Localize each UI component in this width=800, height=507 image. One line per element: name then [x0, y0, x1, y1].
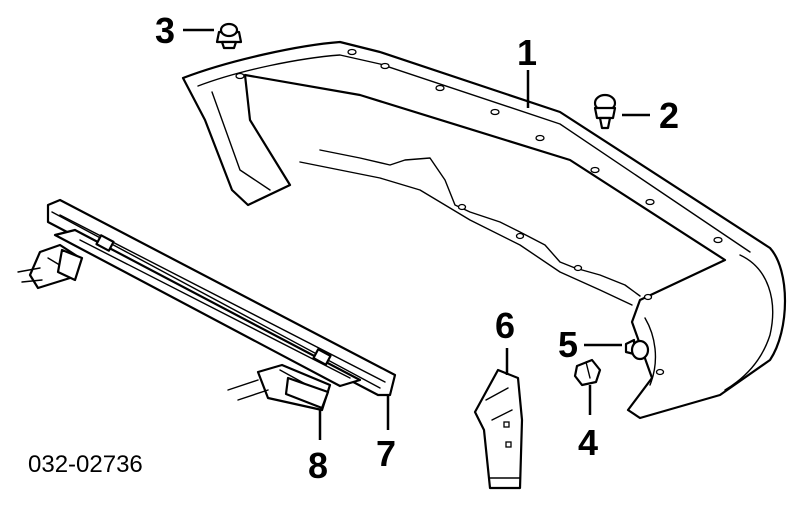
diagram-code: 032-02736	[28, 451, 143, 478]
callout-7: 7	[376, 433, 396, 474]
leader-lines	[183, 28, 650, 440]
callout-3: 3	[155, 10, 175, 51]
bumper-reinforcement-beam	[46, 198, 397, 397]
callout-2: 2	[659, 95, 679, 136]
beam-bracket-right	[227, 363, 332, 412]
callout-6: 6	[495, 305, 515, 346]
callout-4: 4	[578, 422, 598, 463]
screw-part-5	[624, 338, 650, 361]
clip-part-3	[215, 22, 243, 50]
side-bracket	[473, 368, 524, 490]
nut-part-4	[573, 358, 602, 387]
callout-5: 5	[558, 324, 578, 365]
callout-8: 8	[308, 445, 328, 486]
clip-part-2	[593, 93, 617, 130]
callout-labels: 1 2 3 4 5 6 7 8	[155, 10, 679, 486]
callout-1: 1	[517, 32, 537, 73]
bumper-cover	[181, 40, 787, 420]
beam-bracket-left	[17, 243, 84, 290]
